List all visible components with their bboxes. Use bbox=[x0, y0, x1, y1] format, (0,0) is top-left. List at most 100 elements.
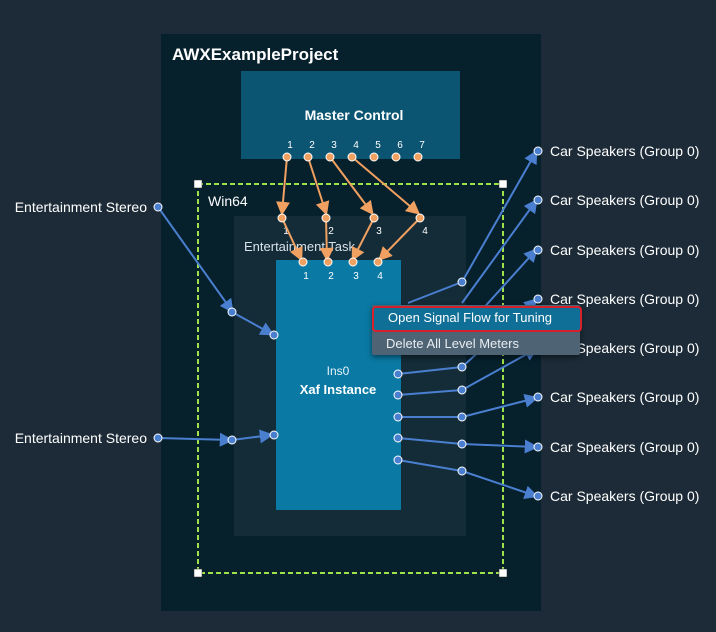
signal-wire[interactable] bbox=[397, 366, 463, 375]
xaf-instance-block[interactable] bbox=[276, 260, 401, 510]
master-control-pin-labels: 1 2 3 4 5 6 7 bbox=[287, 140, 425, 151]
signal-wire[interactable] bbox=[461, 439, 539, 454]
output-sink-pin[interactable] bbox=[533, 491, 543, 501]
selection-handle[interactable] bbox=[193, 179, 203, 189]
instance-pin-label: 4 bbox=[377, 271, 383, 282]
signal-wire[interactable] bbox=[397, 389, 463, 396]
signal-wire[interactable] bbox=[397, 459, 463, 472]
task-control-pin[interactable] bbox=[415, 213, 425, 223]
master-pin-label: 2 bbox=[309, 140, 315, 151]
master-output-pin[interactable] bbox=[347, 152, 357, 162]
project-title: AWXExampleProject bbox=[172, 45, 339, 64]
signal-wire[interactable] bbox=[461, 347, 539, 391]
control-connections[interactable] bbox=[276, 156, 421, 262]
task-pin-label: 3 bbox=[376, 226, 382, 237]
instance-type: Xaf Instance bbox=[300, 382, 377, 397]
signal-wire[interactable] bbox=[461, 198, 538, 304]
menu-item-delete-level-meters[interactable]: Delete All Level Meters bbox=[386, 336, 519, 351]
control-wire[interactable] bbox=[307, 156, 330, 216]
instance-output-pin[interactable] bbox=[393, 433, 403, 443]
task-pin-label: 1 bbox=[283, 226, 289, 237]
output-label: Car Speakers (Group 0) bbox=[550, 242, 699, 258]
signal-wire[interactable] bbox=[461, 149, 538, 283]
output-label: Car Speakers (Group 0) bbox=[550, 192, 699, 208]
control-pins[interactable] bbox=[277, 152, 425, 267]
input-label: Entertainment Stereo bbox=[15, 430, 148, 446]
selection-handle[interactable] bbox=[498, 179, 508, 189]
output-sink-pin[interactable] bbox=[533, 294, 543, 304]
output-sink-pin[interactable] bbox=[533, 392, 543, 402]
signal-wire[interactable] bbox=[157, 206, 234, 314]
instance-control-pin[interactable] bbox=[348, 257, 358, 267]
output-sink-pin[interactable] bbox=[533, 146, 543, 156]
control-wire[interactable] bbox=[351, 156, 421, 215]
platform-output-pin[interactable] bbox=[457, 385, 467, 395]
signal-pins[interactable] bbox=[153, 146, 543, 501]
instance-output-pin[interactable] bbox=[393, 390, 403, 400]
control-wire[interactable] bbox=[276, 156, 290, 216]
selection-handles[interactable] bbox=[193, 179, 508, 578]
master-output-pin[interactable] bbox=[325, 152, 335, 162]
platform-input-pin[interactable] bbox=[227, 307, 237, 317]
output-sink-pin[interactable] bbox=[533, 245, 543, 255]
signal-wire[interactable] bbox=[479, 247, 538, 313]
instance-output-pin[interactable] bbox=[393, 369, 403, 379]
input-source-pin[interactable] bbox=[153, 202, 163, 212]
control-wire[interactable] bbox=[319, 217, 334, 262]
platform-output-pin[interactable] bbox=[457, 412, 467, 422]
output-label: Car Speakers (Group 0) bbox=[550, 291, 699, 307]
signal-wire[interactable] bbox=[231, 311, 275, 336]
selection-handle[interactable] bbox=[498, 568, 508, 578]
context-menu: Open Signal Flow for Tuning Delete All L… bbox=[372, 305, 582, 355]
instance-control-pin[interactable] bbox=[323, 257, 333, 267]
signal-wire[interactable] bbox=[231, 429, 274, 444]
signal-wire[interactable] bbox=[407, 281, 463, 304]
instance-control-pin[interactable] bbox=[373, 257, 383, 267]
selection-handle[interactable] bbox=[193, 568, 203, 578]
output-label: Car Speakers (Group 0) bbox=[550, 143, 699, 159]
output-sink-pin[interactable] bbox=[533, 195, 543, 205]
control-wire[interactable] bbox=[329, 156, 374, 216]
task-control-pin[interactable] bbox=[369, 213, 379, 223]
signal-wire[interactable] bbox=[397, 437, 463, 445]
master-control-block[interactable] bbox=[241, 71, 460, 159]
platform-output-pin[interactable] bbox=[457, 277, 467, 287]
task-pin-label: 4 bbox=[422, 226, 428, 237]
input-source-pin[interactable] bbox=[153, 433, 163, 443]
instance-output-pin[interactable] bbox=[393, 455, 403, 465]
master-pin-label: 6 bbox=[397, 140, 403, 151]
platform-output-pin[interactable] bbox=[457, 439, 467, 449]
master-output-pin[interactable] bbox=[369, 152, 379, 162]
master-pin-label: 5 bbox=[375, 140, 381, 151]
signal-wire[interactable] bbox=[157, 432, 234, 447]
control-wire[interactable] bbox=[351, 217, 375, 262]
platform-output-pin[interactable] bbox=[457, 362, 467, 372]
master-output-pin[interactable] bbox=[413, 152, 423, 162]
instance-input-pin[interactable] bbox=[269, 430, 279, 440]
platform-input-pin[interactable] bbox=[227, 435, 237, 445]
instance-control-pin[interactable] bbox=[298, 257, 308, 267]
master-pin-label: 3 bbox=[331, 140, 337, 151]
platform-output-pin[interactable] bbox=[457, 466, 467, 476]
master-output-pin[interactable] bbox=[303, 152, 313, 162]
task-control-pin[interactable] bbox=[321, 213, 331, 223]
master-control-title: Master Control bbox=[305, 107, 404, 123]
instance-input-pin-labels: 1 2 3 4 bbox=[303, 271, 383, 282]
control-wire[interactable] bbox=[378, 217, 421, 262]
signal-wire[interactable] bbox=[461, 470, 539, 500]
output-sink-pin[interactable] bbox=[533, 442, 543, 452]
control-wire[interactable] bbox=[281, 217, 303, 262]
signal-wire[interactable] bbox=[461, 394, 539, 418]
instance-pin-label: 3 bbox=[353, 271, 359, 282]
task-control-pin[interactable] bbox=[277, 213, 287, 223]
menu-item-open-signal-flow[interactable]: Open Signal Flow for Tuning bbox=[372, 306, 582, 332]
instance-input-pin[interactable] bbox=[269, 330, 279, 340]
platform-title: Win64 bbox=[208, 193, 248, 209]
master-pin-label: 4 bbox=[353, 140, 359, 151]
output-label: Car Speakers (Group 0) bbox=[550, 439, 699, 455]
instance-output-pin[interactable] bbox=[393, 412, 403, 422]
instance-pin-label: 1 bbox=[303, 271, 309, 282]
master-output-pin[interactable] bbox=[282, 152, 292, 162]
master-output-pin[interactable] bbox=[391, 152, 401, 162]
